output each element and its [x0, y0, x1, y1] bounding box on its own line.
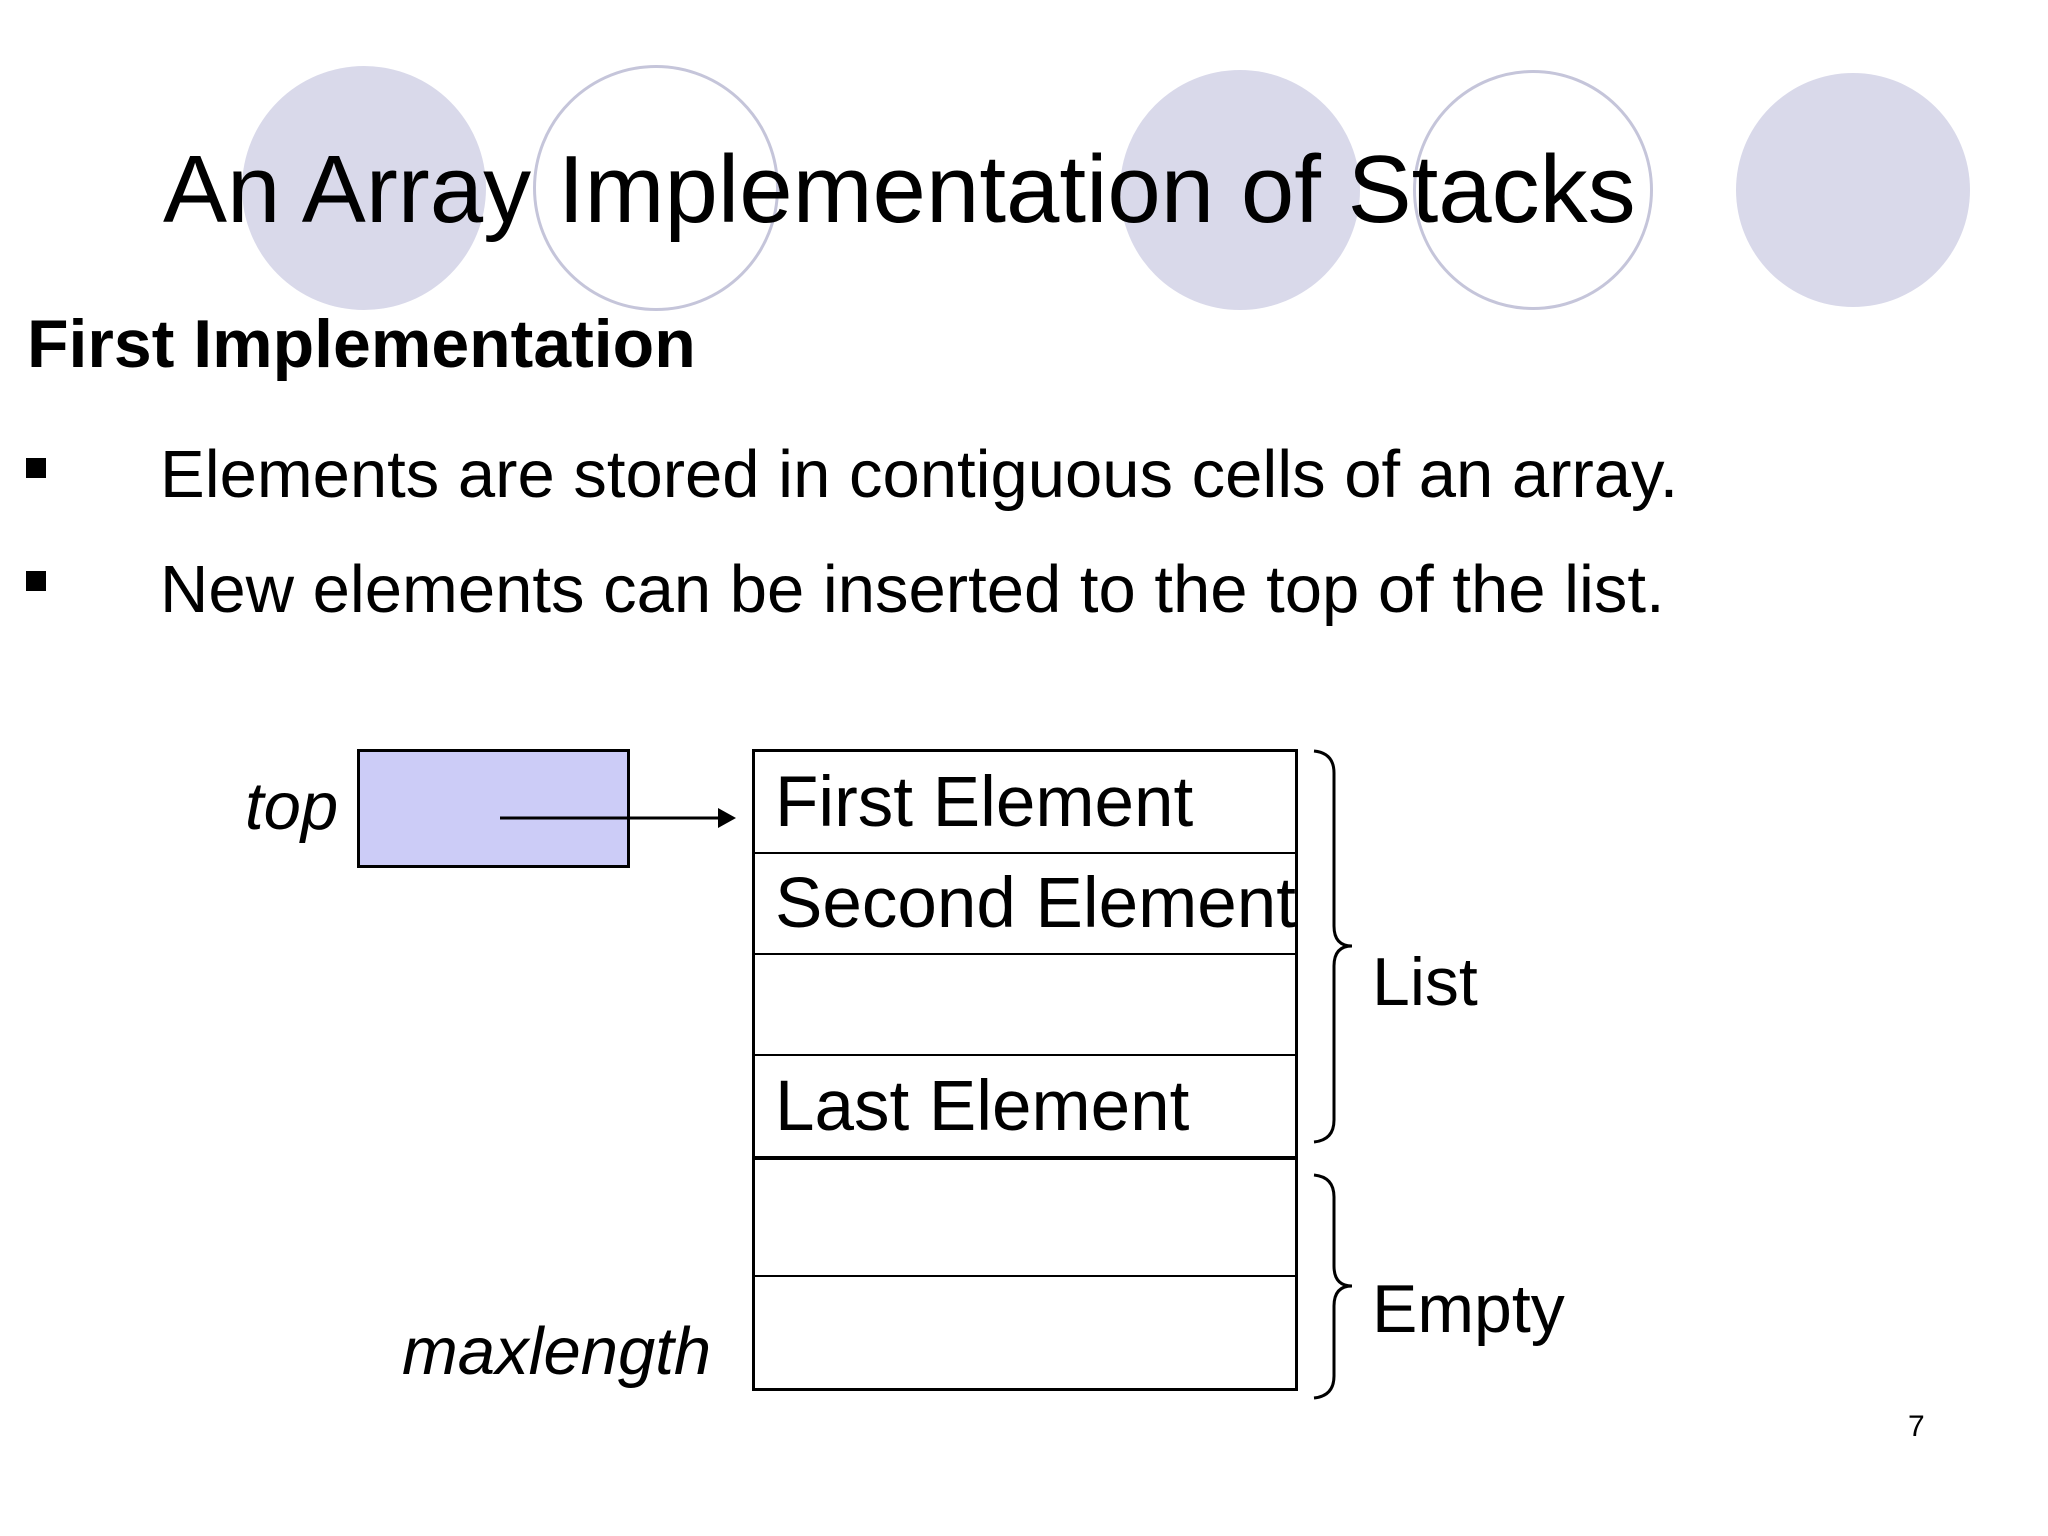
- empty-brace: [1313, 1173, 1353, 1400]
- array-cell-1: First Element: [755, 752, 1295, 854]
- array-cell-4: Last Element: [755, 1056, 1295, 1160]
- stack-array-table: First Element Second Element Last Elemen…: [752, 749, 1298, 1391]
- bullet-item-2: New elements can be inserted to the top …: [160, 552, 1665, 627]
- array-cell-5: [755, 1160, 1295, 1277]
- array-cell-2: Second Element: [755, 854, 1296, 955]
- page-number: 7: [1908, 1410, 1925, 1443]
- array-cell-3: [755, 955, 1295, 1056]
- decorative-circle-filled-3: [1736, 73, 1970, 307]
- decorative-circle-outlined-2: [1413, 70, 1653, 310]
- bullet-square-icon: [26, 571, 46, 591]
- decorative-circle-outlined-1: [533, 65, 779, 311]
- top-pointer-box: [357, 749, 630, 868]
- decorative-circle-filled-1: [242, 66, 486, 310]
- decorative-circle-filled-2: [1120, 70, 1360, 310]
- list-group-label: List: [1372, 944, 1478, 1020]
- pointer-arrowhead-icon: [718, 808, 736, 828]
- bullet-item-1: Elements are stored in contiguous cells …: [160, 437, 1679, 512]
- section-heading: First Implementation: [27, 306, 696, 382]
- bullet-square-icon: [26, 458, 46, 478]
- list-brace: [1313, 749, 1353, 1144]
- empty-group-label: Empty: [1372, 1271, 1565, 1347]
- maxlength-label: maxlength: [402, 1314, 712, 1389]
- array-cell-6: [755, 1277, 1295, 1388]
- slide-title: An Array Implementation of Stacks: [163, 136, 1636, 243]
- top-pointer-label: top: [245, 769, 339, 844]
